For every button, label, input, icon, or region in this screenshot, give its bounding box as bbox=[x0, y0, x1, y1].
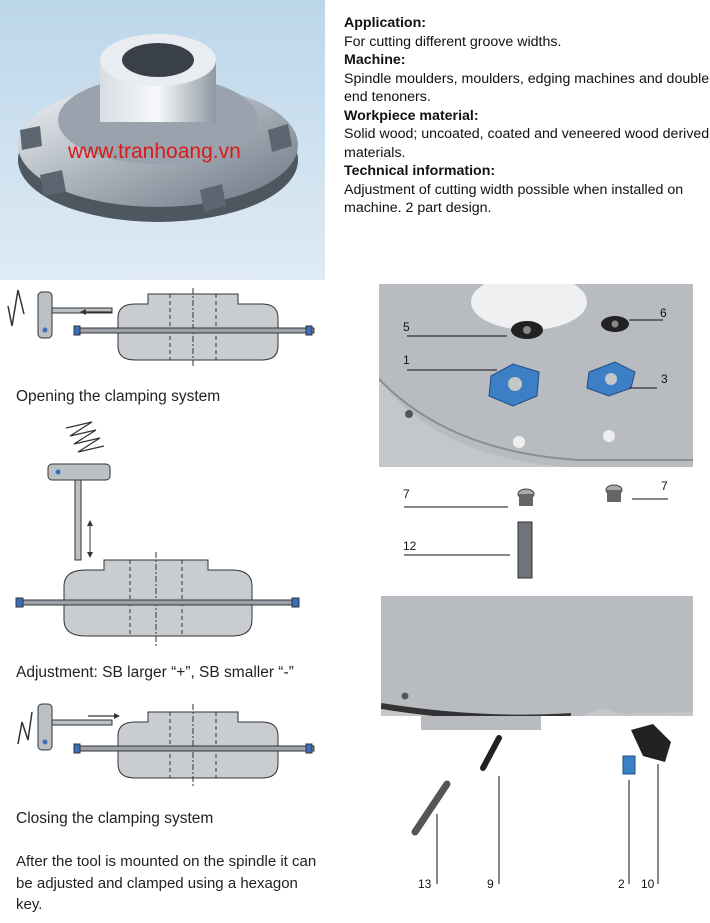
part-label-10: 10 bbox=[641, 877, 655, 891]
part-label-1: 1 bbox=[403, 353, 410, 367]
exploded-view-top bbox=[378, 274, 693, 467]
closing-caption: Closing the clamping system bbox=[16, 810, 214, 827]
opening-caption: Opening the clamping system bbox=[16, 388, 221, 405]
part-label-12: 12 bbox=[403, 539, 417, 553]
opening-diagram bbox=[7, 288, 315, 368]
technical-text: Adjustment of cutting width possible whe… bbox=[344, 181, 684, 217]
adjustment-diagram bbox=[15, 421, 300, 646]
part-13-pin bbox=[411, 780, 451, 836]
application-text: For cutting different groove widths. bbox=[344, 33, 562, 50]
machine-text: Spindle moulders, moulders, edging machi… bbox=[344, 70, 710, 106]
technical-heading: Technical information: bbox=[344, 163, 496, 179]
part-label-3: 3 bbox=[661, 372, 668, 386]
part-9-pin bbox=[480, 735, 502, 771]
part-2-insert bbox=[622, 755, 636, 775]
product-info: Application: For cutting different groov… bbox=[344, 14, 710, 218]
after-mounting-paragraph: After the tool is mounted on the spindle… bbox=[16, 853, 317, 913]
screws-detail bbox=[404, 484, 668, 579]
part-label-7-left: 7 bbox=[403, 487, 410, 501]
part-label-5: 5 bbox=[403, 320, 410, 334]
cutter-head-image bbox=[18, 34, 298, 222]
part-label-9: 9 bbox=[487, 877, 494, 891]
closing-diagram bbox=[17, 703, 315, 786]
part-10-wedge bbox=[631, 724, 671, 762]
machine-heading: Machine: bbox=[344, 52, 406, 68]
part-label-2: 2 bbox=[618, 877, 625, 891]
exploded-view-bottom bbox=[380, 596, 693, 722]
hex-key-handle bbox=[37, 291, 53, 339]
application-heading: Application: bbox=[344, 15, 426, 31]
part-label-13: 13 bbox=[418, 877, 432, 891]
product-photo bbox=[0, 0, 325, 280]
workpiece-heading: Workpiece material: bbox=[344, 107, 479, 124]
parts-detail bbox=[411, 716, 671, 884]
adjustment-caption: Adjustment: SB larger “+”, SB smaller “-… bbox=[16, 664, 294, 681]
part-label-7-right: 7 bbox=[661, 479, 668, 493]
part-label-6: 6 bbox=[660, 306, 667, 320]
workpiece-text: Solid wood; uncoated, coated and veneere… bbox=[344, 126, 710, 161]
watermark-text: www.tranhoang.vn bbox=[68, 140, 241, 163]
